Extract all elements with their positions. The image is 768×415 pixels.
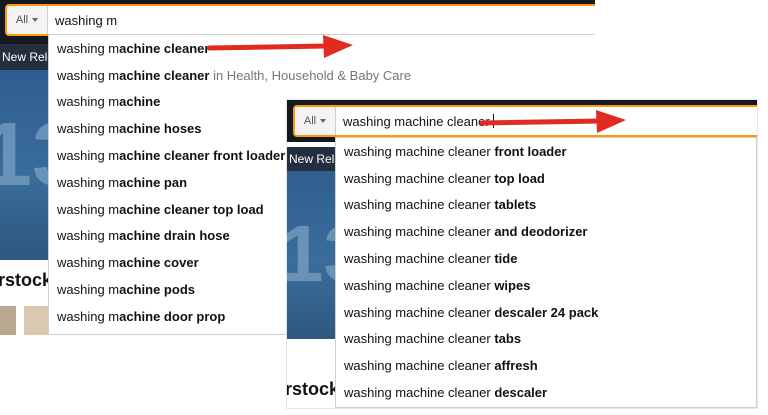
suggestion-typed-text: washing m xyxy=(57,40,120,56)
suggestion-completion-text: achine cover xyxy=(119,255,199,271)
suggestion-completion-text: achine cleaner xyxy=(119,67,210,83)
suggestion-item[interactable]: washing machine cleaner front loader xyxy=(336,138,756,165)
suggestion-item[interactable]: washing machine cleaner descaler 24 pack xyxy=(336,299,756,326)
suggestion-item[interactable]: washing machine cleaner and deodorizer xyxy=(336,218,756,245)
suggestion-item[interactable]: washing machine cleaner tide xyxy=(336,245,756,272)
suggestion-typed-text: washing machine cleaner xyxy=(344,170,495,186)
promo-heading: rstock xyxy=(0,270,53,290)
suggestion-completion-text: tide xyxy=(494,251,518,267)
suggestion-completion-text: and deodorizer xyxy=(494,224,588,240)
search-input[interactable]: washing machine cleaner xyxy=(343,107,494,135)
suggestion-item[interactable]: washing machine cleaner wipes xyxy=(336,272,756,299)
suggestion-typed-text: washing m xyxy=(57,255,120,271)
suggestion-completion-text: tabs xyxy=(494,331,522,347)
search-query-text: washing m xyxy=(55,12,118,28)
nav-bar: New Releas xyxy=(0,44,52,70)
suggestion-typed-text: washing m xyxy=(57,148,120,164)
suggestion-completion-text: tablets xyxy=(494,197,537,213)
suggestion-completion-text: achine cleaner xyxy=(119,40,210,56)
autocomplete-panel-full-query: New Releas 13 rstock All washing machine… xyxy=(287,100,757,408)
suggestion-completion-text: achine drain hose xyxy=(119,228,230,244)
product-thumbnail[interactable] xyxy=(0,306,16,335)
promo-heading: rstock xyxy=(287,379,340,399)
hero-banner: 13 xyxy=(287,171,368,339)
suggestion-typed-text: washing m xyxy=(57,67,120,83)
nav-link-new-releases[interactable]: New Releas xyxy=(289,152,337,166)
suggestion-typed-text: washing machine cleaner xyxy=(344,358,495,374)
suggestion-typed-text: washing machine cleaner xyxy=(344,143,495,159)
suggestion-completion-text: descaler xyxy=(494,385,548,401)
suggestion-item[interactable]: washing machine cleaner descaler xyxy=(336,379,756,406)
category-dropdown[interactable]: All xyxy=(295,107,336,135)
suggestion-completion-text: achine pan xyxy=(119,174,188,190)
hero-banner: 13 xyxy=(0,70,82,260)
suggestion-typed-text: washing machine cleaner xyxy=(344,224,495,240)
suggestion-typed-text: washing m xyxy=(57,174,120,190)
suggestion-typed-text: washing machine cleaner xyxy=(344,304,495,320)
suggestion-item[interactable]: washing machine cleaner affresh xyxy=(336,352,756,379)
suggestion-completion-text: descaler 24 pack xyxy=(494,304,599,320)
suggestion-completion-text: achine cleaner front loader xyxy=(119,148,286,164)
search-bar: All washing m xyxy=(5,4,595,36)
suggestion-typed-text: washing m xyxy=(57,308,120,324)
caret-down-icon xyxy=(32,18,39,22)
suggestion-completion-text: affresh xyxy=(494,358,538,374)
product-thumbnail[interactable] xyxy=(24,306,50,335)
suggestion-typed-text: washing machine cleaner xyxy=(344,385,495,401)
suggestion-item[interactable]: washing machine cleaner top load xyxy=(336,165,756,192)
suggestion-item[interactable]: washing machine cleaner tablets xyxy=(336,192,756,219)
suggestion-completion-text: achine door prop xyxy=(119,308,226,324)
suggestion-completion-text: achine pods xyxy=(119,282,195,298)
suggestion-typed-text: washing machine cleaner xyxy=(344,277,495,293)
suggestion-typed-text: washing machine cleaner xyxy=(344,197,495,213)
suggestion-typed-text: washing m xyxy=(57,228,120,244)
suggestion-completion-text: achine hoses xyxy=(119,121,202,137)
nav-link-new-releases[interactable]: New Releas xyxy=(2,50,52,64)
category-dropdown[interactable]: All xyxy=(7,6,48,34)
promo-section: rstock xyxy=(287,339,339,408)
suggestion-completion-text: achine xyxy=(119,94,161,110)
search-input[interactable]: washing m xyxy=(55,6,117,34)
suggestion-typed-text: washing machine cleaner xyxy=(344,331,495,347)
search-query-text: washing machine cleaner xyxy=(343,113,490,129)
suggestion-typed-text: washing m xyxy=(57,121,120,137)
text-cursor xyxy=(492,114,494,128)
suggestion-typed-text: washing m xyxy=(57,94,120,110)
suggestion-item[interactable]: washing machine cleaner tabs xyxy=(336,326,756,353)
nav-bar: New Releas xyxy=(287,147,337,171)
category-label: All xyxy=(303,115,317,127)
suggestion-typed-text: washing m xyxy=(57,201,120,217)
suggestion-completion-text: achine cleaner top load xyxy=(119,201,264,217)
suggestion-completion-text: front loader xyxy=(494,143,567,159)
search-bar: All washing machine cleaner xyxy=(293,105,757,137)
suggestion-typed-text: washing m xyxy=(57,282,120,298)
promo-section: rstock xyxy=(0,260,53,335)
suggestion-completion-text: top load xyxy=(494,170,545,186)
suggestion-department-text: in Health, Household & Baby Care xyxy=(209,67,412,83)
suggestion-completion-text: wipes xyxy=(494,277,531,293)
category-label: All xyxy=(15,14,29,26)
suggestion-typed-text: washing machine cleaner xyxy=(344,251,495,267)
caret-down-icon xyxy=(320,119,327,123)
